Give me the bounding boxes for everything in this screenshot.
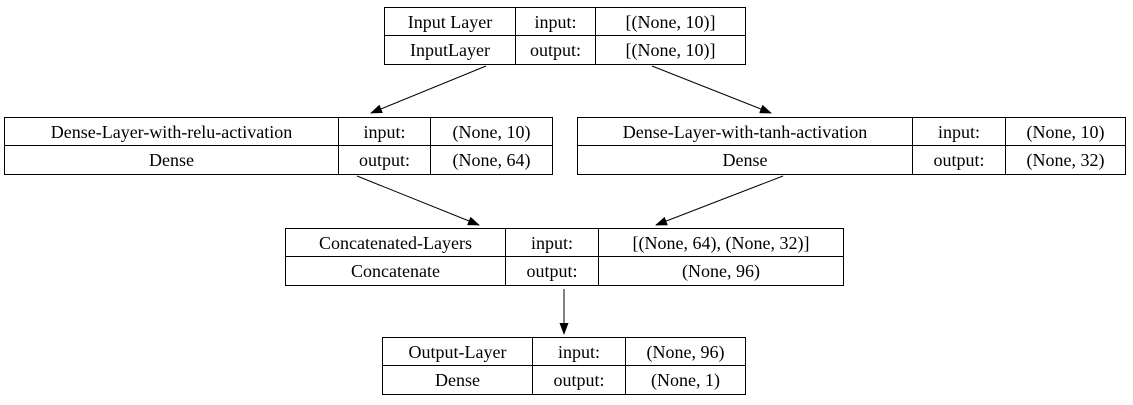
node-class: Dense: [5, 146, 339, 174]
input-label: input:: [516, 8, 596, 36]
output-label: output:: [533, 366, 626, 394]
input-shape: [(None, 64), (None, 32)]: [599, 229, 843, 257]
output-label: output:: [339, 146, 431, 174]
node-dense-tanh: Dense-Layer-with-tanh-activation input: …: [577, 117, 1126, 175]
node-name: Input Layer: [385, 8, 516, 36]
edge-input-to-tanh: [651, 65, 772, 114]
node-output-layer: Output-Layer input: (None, 96) Dense out…: [382, 337, 746, 395]
output-label: output:: [913, 146, 1006, 174]
input-shape: (None, 10): [1006, 118, 1125, 146]
input-label: input:: [913, 118, 1006, 146]
output-shape: (None, 1): [651, 370, 720, 390]
output-shape: [(None, 10)]: [625, 40, 716, 60]
input-label: input:: [339, 118, 431, 146]
edge-input-to-relu: [370, 65, 487, 114]
node-class: Dense: [578, 146, 913, 174]
output-shape: (None, 96): [682, 261, 760, 281]
output-shape: (None, 64): [452, 150, 531, 170]
output-label: output:: [506, 257, 599, 285]
node-class: InputLayer: [385, 36, 516, 64]
input-shape: (None, 96): [626, 338, 745, 366]
input-label: input:: [506, 229, 599, 257]
node-class: Dense: [383, 366, 533, 394]
output-label: output:: [516, 36, 596, 64]
edge-relu-to-concat: [356, 175, 480, 226]
node-concatenated-layers: Concatenated-Layers input: [(None, 64), …: [285, 228, 844, 286]
node-name: Output-Layer: [383, 338, 533, 366]
node-input-layer: Input Layer input: [(None, 10)] InputLay…: [384, 7, 746, 65]
input-shape: [(None, 10)]: [596, 8, 745, 36]
node-name: Dense-Layer-with-tanh-activation: [578, 118, 913, 146]
output-shape: (None, 32): [1026, 150, 1105, 170]
node-class: Concatenate: [286, 257, 506, 285]
input-label: input:: [533, 338, 626, 366]
input-shape: (None, 10): [431, 118, 552, 146]
node-name: Concatenated-Layers: [286, 229, 506, 257]
node-dense-relu: Dense-Layer-with-relu-activation input: …: [4, 117, 553, 175]
node-name: Dense-Layer-with-relu-activation: [5, 118, 339, 146]
edge-tanh-to-concat: [655, 175, 784, 226]
